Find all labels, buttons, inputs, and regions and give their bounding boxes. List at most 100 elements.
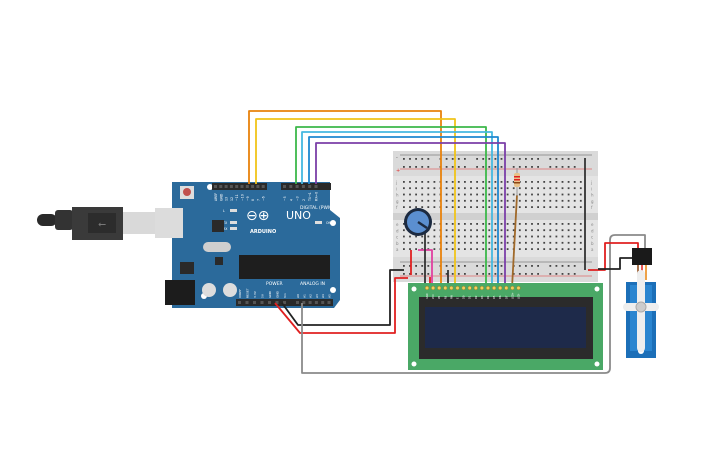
breadboard-hole[interactable] xyxy=(579,229,582,232)
breadboard-hole[interactable] xyxy=(543,241,546,244)
breadboard-hole[interactable] xyxy=(555,235,558,238)
breadboard-hole[interactable] xyxy=(476,229,478,232)
breadboard-hole[interactable] xyxy=(555,199,558,202)
breadboard-hole[interactable] xyxy=(476,187,478,190)
breadboard-hole[interactable] xyxy=(531,229,533,232)
breadboard-hole[interactable] xyxy=(500,235,503,238)
breadboard-hole[interactable] xyxy=(470,223,472,225)
rail-hole[interactable] xyxy=(555,265,558,267)
breadboard-hole[interactable] xyxy=(561,235,564,238)
breadboard-hole[interactable] xyxy=(457,206,460,208)
pin-socket[interactable] xyxy=(289,185,293,188)
pin-socket[interactable] xyxy=(295,185,299,188)
pin-socket[interactable] xyxy=(296,301,299,304)
breadboard-hole[interactable] xyxy=(451,181,454,183)
breadboard-hole[interactable] xyxy=(445,235,448,238)
breadboard-hole[interactable] xyxy=(409,235,411,238)
breadboard-hole[interactable] xyxy=(457,235,460,238)
breadboard-hole[interactable] xyxy=(445,193,448,196)
breadboard-hole[interactable] xyxy=(464,248,466,250)
breadboard-hole[interactable] xyxy=(464,241,466,244)
breadboard-hole[interactable] xyxy=(573,199,576,202)
rail-hole[interactable] xyxy=(482,273,485,275)
rail-hole[interactable] xyxy=(409,166,411,168)
breadboard-hole[interactable] xyxy=(573,248,576,250)
breadboard-hole[interactable] xyxy=(488,187,491,190)
rail-hole[interactable] xyxy=(488,158,491,160)
breadboard-hole[interactable] xyxy=(494,223,497,225)
rail-hole[interactable] xyxy=(427,158,430,160)
breadboard-hole[interactable] xyxy=(579,187,582,190)
rail-hole[interactable] xyxy=(403,265,405,267)
rail-hole[interactable] xyxy=(482,265,485,267)
rail-hole[interactable] xyxy=(451,166,454,168)
pin-socket[interactable] xyxy=(238,301,241,304)
rail-hole[interactable] xyxy=(512,158,515,160)
pin-socket[interactable] xyxy=(268,301,271,304)
breadboard-hole[interactable] xyxy=(409,187,411,190)
rail-hole[interactable] xyxy=(421,166,424,168)
rail-hole[interactable] xyxy=(457,265,460,267)
breadboard-hole[interactable] xyxy=(451,199,454,202)
lcd-pin[interactable] xyxy=(461,285,466,291)
rail-hole[interactable] xyxy=(555,166,558,168)
breadboard-hole[interactable] xyxy=(451,241,454,244)
rail-hole[interactable] xyxy=(549,265,552,267)
breadboard-hole[interactable] xyxy=(409,181,411,183)
breadboard-hole[interactable] xyxy=(403,206,405,208)
rail-hole[interactable] xyxy=(476,166,478,168)
breadboard-hole[interactable] xyxy=(555,193,558,196)
breadboard-hole[interactable] xyxy=(525,229,527,232)
breadboard-hole[interactable] xyxy=(525,248,527,250)
breadboard-hole[interactable] xyxy=(579,206,582,208)
pin-socket[interactable] xyxy=(240,185,244,188)
breadboard-hole[interactable] xyxy=(555,223,558,225)
rail-hole[interactable] xyxy=(512,166,515,168)
lcd-pin[interactable] xyxy=(449,285,454,291)
breadboard-hole[interactable] xyxy=(567,248,570,250)
breadboard-hole[interactable] xyxy=(555,248,558,250)
breadboard-hole[interactable] xyxy=(494,248,497,250)
breadboard-hole[interactable] xyxy=(470,181,472,183)
rail-hole[interactable] xyxy=(494,265,497,267)
breadboard-hole[interactable] xyxy=(415,235,417,238)
breadboard-hole[interactable] xyxy=(549,223,552,225)
breadboard-hole[interactable] xyxy=(488,206,491,208)
rail-hole[interactable] xyxy=(427,273,430,275)
rail-hole[interactable] xyxy=(445,166,448,168)
breadboard-hole[interactable] xyxy=(457,229,460,232)
breadboard-hole[interactable] xyxy=(537,235,539,238)
breadboard-hole[interactable] xyxy=(457,241,460,244)
breadboard-hole[interactable] xyxy=(573,229,576,232)
breadboard-hole[interactable] xyxy=(451,206,454,208)
pin-socket[interactable] xyxy=(253,301,256,304)
breadboard-hole[interactable] xyxy=(470,229,472,232)
breadboard-hole[interactable] xyxy=(457,193,460,196)
breadboard-hole[interactable] xyxy=(494,193,497,196)
breadboard-hole[interactable] xyxy=(579,223,582,225)
breadboard-hole[interactable] xyxy=(500,241,503,244)
breadboard-hole[interactable] xyxy=(403,223,405,225)
rail-hole[interactable] xyxy=(494,166,497,168)
breadboard-hole[interactable] xyxy=(409,241,411,244)
breadboard-hole[interactable] xyxy=(579,199,582,202)
breadboard-hole[interactable] xyxy=(543,229,546,232)
breadboard-hole[interactable] xyxy=(500,181,503,183)
rail-hole[interactable] xyxy=(451,158,454,160)
pin-socket[interactable] xyxy=(251,185,255,188)
rail-hole[interactable] xyxy=(409,273,411,275)
lcd-pin[interactable] xyxy=(455,285,460,291)
breadboard-hole[interactable] xyxy=(506,248,509,250)
breadboard-hole[interactable] xyxy=(482,235,485,238)
breadboard-hole[interactable] xyxy=(549,193,552,196)
breadboard-hole[interactable] xyxy=(512,223,515,225)
breadboard-hole[interactable] xyxy=(427,199,430,202)
rail-hole[interactable] xyxy=(445,265,448,267)
rail-hole[interactable] xyxy=(549,273,552,275)
breadboard-hole[interactable] xyxy=(543,248,546,250)
breadboard-hole[interactable] xyxy=(494,187,497,190)
rail-hole[interactable] xyxy=(488,166,491,168)
breadboard-hole[interactable] xyxy=(427,235,430,238)
rail-hole[interactable] xyxy=(445,273,448,275)
breadboard-hole[interactable] xyxy=(518,187,521,190)
